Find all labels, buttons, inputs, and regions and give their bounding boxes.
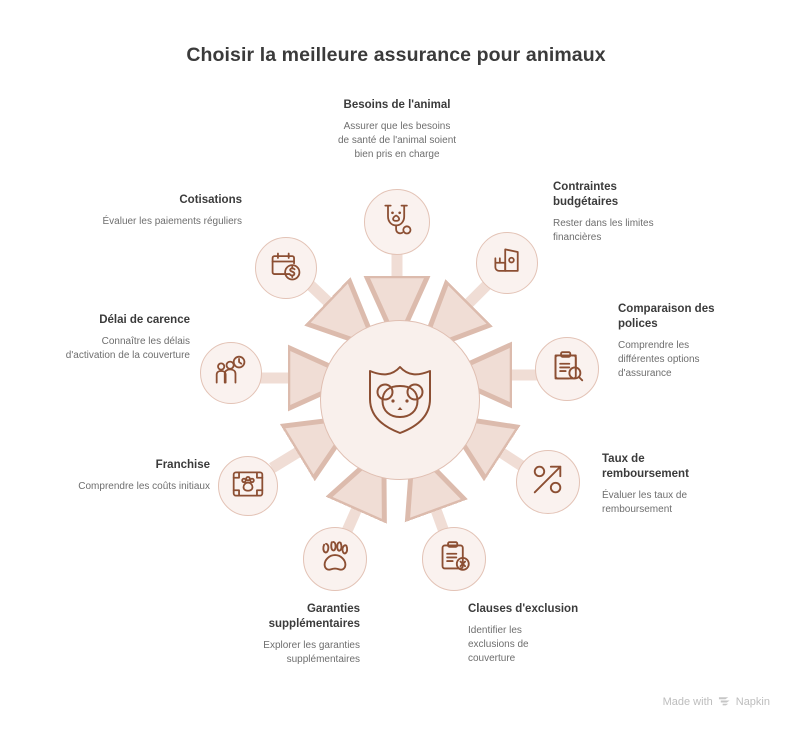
node-label-franchise: Franchise Comprendre les coûts initiaux	[60, 458, 210, 494]
node-label-taux-remboursement: Taux de remboursement Évaluer les taux d…	[602, 452, 752, 517]
hub-circle[interactable]	[320, 320, 480, 480]
stethoscope-pet-icon	[379, 202, 415, 243]
node-title-cotisations: Cotisations	[179, 194, 242, 206]
node-icon-besoins-animal[interactable]	[364, 189, 430, 255]
node-title-contraintes-budgetaires: Contraintes budgétaires	[553, 181, 619, 208]
people-clock-icon	[214, 355, 248, 392]
clipboard-x-icon	[437, 539, 472, 579]
node-label-contraintes-budgetaires: Contraintes budgétaires Rester dans les …	[553, 180, 693, 245]
node-icon-garanties-supplementaires[interactable]	[303, 527, 367, 591]
node-label-besoins-animal: Besoins de l'animal Assurer que les beso…	[307, 98, 487, 162]
node-desc-contraintes-budgetaires: Rester dans les limites financières	[553, 218, 654, 243]
node-label-garanties-supplementaires: Garanties supplémentaires Explorer les g…	[200, 602, 360, 667]
paw-frame-icon	[231, 469, 265, 504]
napkin-logo-icon	[718, 694, 731, 710]
page-title: Choisir la meilleure assurance pour anim…	[186, 44, 606, 66]
node-desc-franchise: Comprendre les coûts initiaux	[78, 481, 210, 492]
node-title-besoins-animal: Besoins de l'animal	[343, 99, 451, 111]
node-icon-cotisations[interactable]	[255, 237, 317, 299]
node-desc-garanties-supplementaires: Explorer les garanties supplémentaires	[263, 640, 360, 665]
node-desc-delai-carence: Connaître les délais d'activation de la …	[65, 336, 190, 361]
node-label-clauses-exclusion: Clauses d'exclusion Identifier les exclu…	[468, 602, 628, 666]
node-icon-franchise[interactable]	[218, 456, 278, 516]
percent-arrow-icon	[530, 462, 566, 503]
footer-brand: Napkin	[735, 696, 770, 708]
node-label-delai-carence: Délai de carence Connaître les délais d'…	[40, 313, 190, 363]
node-label-comparaison-polices: Comparaison des polices Comprendre les d…	[618, 302, 768, 381]
node-desc-besoins-animal: Assurer que les besoins de santé de l'an…	[337, 121, 457, 160]
node-title-garanties-supplementaires: Garanties supplémentaires	[268, 603, 360, 630]
node-desc-comparaison-polices: Comprendre les différentes options d'ass…	[618, 340, 700, 379]
node-label-cotisations: Cotisations Évaluer les paiements réguli…	[100, 193, 242, 229]
made-with-napkin-credit[interactable]: Made with Napkin	[663, 694, 770, 710]
paw-icon	[317, 540, 353, 579]
money-wallet-icon	[490, 244, 524, 283]
node-title-clauses-exclusion: Clauses d'exclusion	[468, 603, 579, 615]
node-title-franchise: Franchise	[155, 459, 210, 471]
node-title-taux-remboursement: Taux de remboursement	[602, 453, 689, 480]
clipboard-search-icon	[550, 349, 585, 389]
calendar-dollar-icon	[269, 250, 303, 287]
node-title-delai-carence: Délai de carence	[99, 314, 190, 326]
footer-prefix: Made with	[662, 696, 713, 708]
shield-pet-icon	[363, 359, 437, 442]
node-icon-taux-remboursement[interactable]	[516, 450, 580, 514]
node-icon-delai-carence[interactable]	[200, 342, 262, 404]
node-icon-clauses-exclusion[interactable]	[422, 527, 486, 591]
node-icon-comparaison-polices[interactable]	[535, 337, 599, 401]
node-icon-contraintes-budgetaires[interactable]	[476, 232, 538, 294]
node-desc-clauses-exclusion: Identifier les exclusions de couverture	[468, 625, 529, 664]
node-desc-taux-remboursement: Évaluer les taux de remboursement	[602, 490, 688, 515]
node-desc-cotisations: Évaluer les paiements réguliers	[102, 216, 242, 227]
node-title-comparaison-polices: Comparaison des polices	[618, 303, 715, 330]
